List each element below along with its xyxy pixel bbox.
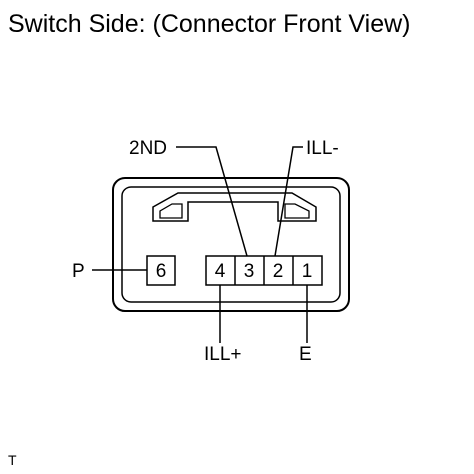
lock-tab-right — [284, 203, 310, 219]
pin-3-number: 3 — [244, 261, 255, 282]
label-ill-plus: ILL+ — [204, 344, 242, 365]
pin-4-number: 4 — [215, 261, 226, 282]
label-p: P — [72, 261, 85, 282]
label-2nd: 2ND — [129, 138, 167, 159]
pin-cavity-6 — [146, 255, 176, 286]
label-ill-minus: ILL- — [306, 138, 339, 159]
pin-1-number: 1 — [302, 261, 313, 282]
leader-line-2nd — [176, 146, 248, 257]
lock-tab-left — [159, 203, 183, 219]
pin-6-number: 6 — [156, 261, 167, 282]
pin-2-number: 2 — [273, 261, 284, 282]
label-e: E — [299, 344, 312, 365]
corner-mark: T — [8, 452, 17, 468]
diagram-title: Switch Side: (Connector Front View) — [8, 10, 411, 38]
leader-line-ill-minus — [274, 146, 303, 257]
connector-lock — [152, 192, 317, 222]
